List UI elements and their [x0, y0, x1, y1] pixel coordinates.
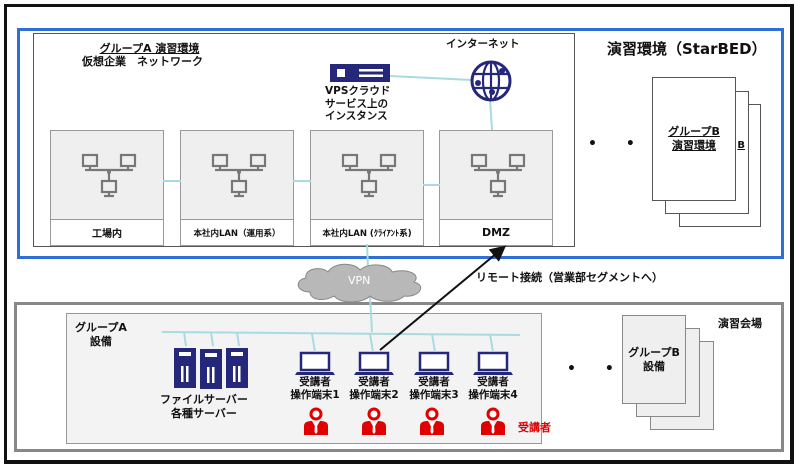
groupa-facility-title: グループA 設備 [75, 321, 127, 349]
segment-label: 本社内LAN (ｸﾗｲｱﾝﾄ系) [311, 219, 423, 245]
outer-frame [4, 4, 794, 464]
segment-hq-lan-client[interactable]: 本社内LAN (ｸﾗｲｱﾝﾄ系) [310, 130, 424, 246]
groupb-env-line1: グループB [668, 125, 720, 138]
terminal-label: 受講者 操作端末1 [285, 376, 345, 402]
trainee-person-icon [481, 407, 505, 435]
vpn-label: VPN [348, 274, 371, 287]
groupa-network-title-line2: 仮想企業 ネットワーク [82, 55, 203, 68]
terminal-label-line1: 受講者 [358, 376, 390, 388]
groupa-network-title-line1: グループA 演習環境 [99, 42, 200, 55]
terminal-label: 受講者 操作端末3 [404, 376, 464, 402]
segment-dmz[interactable]: DMZ [439, 130, 553, 246]
trainee-person-icon [362, 407, 386, 435]
laptop-icon [473, 351, 513, 375]
terminal-label: 受講者 操作端末2 [344, 376, 404, 402]
terminal-label-line1: 受講者 [299, 376, 331, 388]
terminal-label-line2: 操作端末1 [290, 389, 340, 401]
internet-globe-icon [470, 60, 512, 102]
laptop-icon [295, 351, 335, 375]
segment-label: 本社内LAN（運用系） [181, 219, 293, 245]
vps-label: VPSクラウド サービス上の インスタンス [325, 85, 390, 123]
network-topology-icon [81, 153, 137, 198]
trainee-terminal-3[interactable]: 受講者 操作端末3 [404, 351, 464, 402]
segment-factory[interactable]: 工場内 [50, 130, 164, 246]
terminal-label-line2: 操作端末3 [409, 389, 459, 401]
servers-label-line1: ファイルサーバー [160, 393, 248, 406]
trainee-terminal-1[interactable]: 受講者 操作端末1 [285, 351, 345, 402]
groupa-facility-title-line1: グループA [75, 321, 127, 334]
terminal-label-line2: 操作端末4 [468, 389, 518, 401]
groupb-env-peek-text: B [737, 140, 745, 151]
terminal-label-line1: 受講者 [418, 376, 450, 388]
groupa-facility-title-line2: 設備 [89, 335, 112, 348]
trainee-terminal-2[interactable]: 受講者 操作端末2 [344, 351, 404, 402]
terminal-label: 受講者 操作端末4 [463, 376, 523, 402]
groupa-network-title: グループA 演習環境 仮想企業 ネットワーク [82, 42, 203, 68]
remote-connection-label: リモート接続（営業部セグメントへ） [476, 271, 663, 284]
servers-label-line2: 各種サーバー [171, 407, 237, 420]
groupb-env-card[interactable]: グループB 演習環境 [652, 77, 736, 201]
groupb-facility-line1: グループB [628, 345, 680, 359]
vps-label-line1: VPSクラウド [325, 85, 391, 97]
network-topology-icon [341, 153, 397, 198]
segment-hq-lan-ops[interactable]: 本社内LAN（運用系） [180, 130, 294, 246]
trainee-person-icon [420, 407, 444, 435]
groupb-env-line2: 演習環境 [672, 139, 716, 152]
terminal-label-line1: 受講者 [477, 376, 509, 388]
trainee-terminal-4[interactable]: 受講者 操作端末4 [463, 351, 523, 402]
laptop-icon [414, 351, 454, 375]
server-rack-icon [174, 348, 248, 389]
venue-title: 演習会場 [718, 317, 762, 330]
vps-server-icon [330, 64, 390, 82]
terminal-label-line2: 操作端末2 [349, 389, 399, 401]
network-topology-icon [470, 153, 526, 198]
vps-label-line2: サービス上の [325, 97, 388, 110]
groupb-facility-card[interactable]: グループB 設備 [622, 315, 686, 404]
starbed-title: 演習環境（StarBED） [607, 40, 767, 58]
more-groups-ellipsis: • • • [588, 136, 685, 152]
groupb-facility-line2: 設備 [643, 359, 665, 373]
trainee-person-icon [304, 407, 328, 435]
trainee-legend-label: 受講者 [518, 421, 551, 434]
internet-label: インターネット [446, 38, 520, 50]
laptop-icon [354, 351, 394, 375]
vps-label-line3: インスタンス [325, 110, 388, 122]
segment-label: 工場内 [51, 219, 163, 245]
servers-label: ファイルサーバー 各種サーバー [160, 393, 248, 421]
network-topology-icon [211, 153, 267, 198]
segment-label: DMZ [440, 219, 552, 245]
